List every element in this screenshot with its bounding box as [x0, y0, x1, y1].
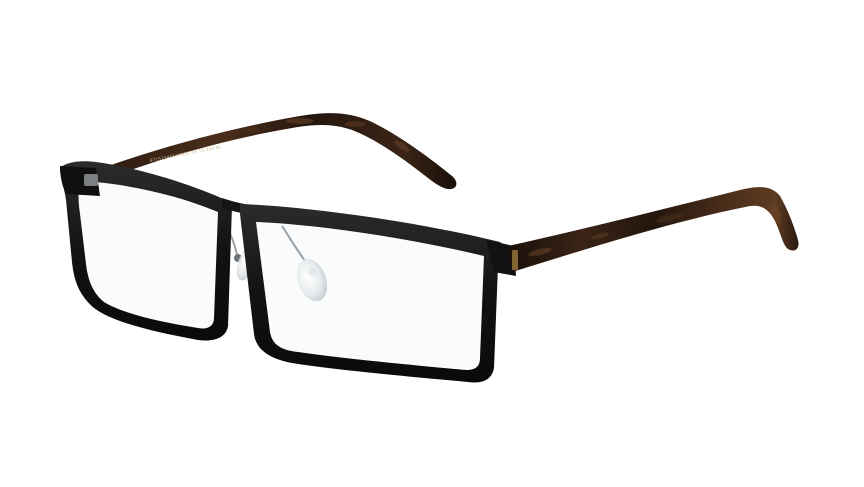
left-hinge-plate — [84, 174, 98, 186]
front-frame — [60, 161, 516, 383]
left-hinge — [60, 166, 100, 196]
near-temple — [508, 187, 799, 272]
right-hinge-accent — [512, 250, 518, 270]
lenses — [72, 177, 486, 379]
nose-pad-right — [296, 258, 328, 302]
